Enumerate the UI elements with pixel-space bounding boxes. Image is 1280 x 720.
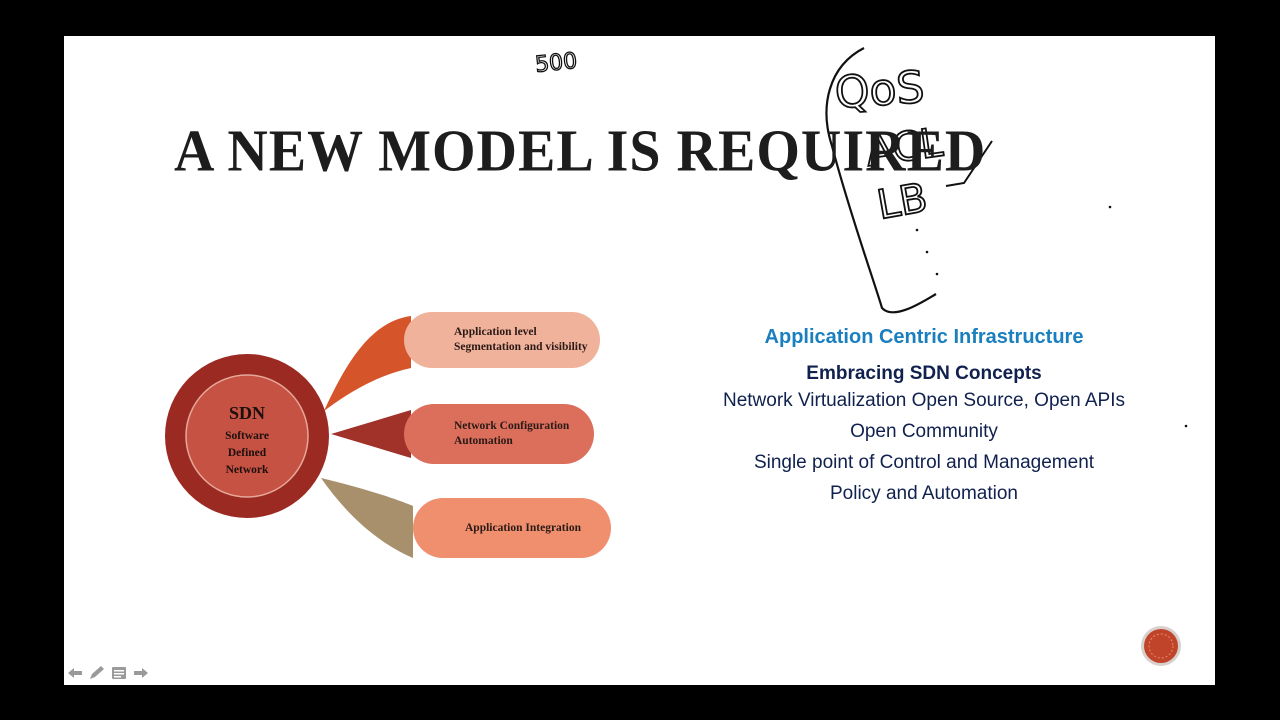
concept-line: Policy and Automation xyxy=(829,483,1018,504)
concept-line: Single point of Control and Management xyxy=(753,452,1095,473)
sdn-center-line-2: Defined xyxy=(228,447,267,459)
branch-label-automation: Network Configuration Automation xyxy=(454,420,570,447)
concept-line: Open Community xyxy=(850,421,998,442)
annotation-brace xyxy=(825,47,937,314)
slideshow-nav xyxy=(66,662,156,684)
handwriting-layer: 500 QoS ACL LB xyxy=(533,47,1188,428)
branch-pill-automation: Network Configuration Automation xyxy=(404,404,594,464)
branch-connector-3 xyxy=(321,478,413,558)
arrow-right-icon[interactable] xyxy=(132,664,150,682)
slide-title: A NEW MODEL IS REQUIRED xyxy=(174,119,987,185)
annotation-dot xyxy=(935,272,939,276)
arrow-left-icon[interactable] xyxy=(66,664,84,682)
concept-line: Network Virtualization Open Source, Open… xyxy=(722,390,1126,411)
annotation-number: 500 xyxy=(534,49,578,78)
branch-label-integration: Application Integration xyxy=(465,521,581,534)
sdn-diagram: SDN Software Defined Network Application… xyxy=(159,306,619,566)
branch-label-segmentation: Application level Segmentation and visib… xyxy=(454,326,588,353)
concepts-subheading: Embracing SDN Concepts xyxy=(806,363,1042,384)
menu-icon[interactable] xyxy=(110,664,128,682)
sdn-inner-circle xyxy=(185,374,309,498)
annotation-dot xyxy=(1184,424,1188,428)
branch-connector-2 xyxy=(331,410,411,458)
logo-badge xyxy=(1141,626,1181,666)
slide-canvas: 500 QoS ACL LB A NEW MODEL IS REQUIRED S… xyxy=(64,36,1215,685)
sdn-center-title: SDN xyxy=(229,403,265,423)
sdn-center-line-3: Network xyxy=(226,464,269,476)
branch-pill-segmentation: Application level Segmentation and visib… xyxy=(404,312,600,368)
sdn-center-line-1: Software xyxy=(225,430,269,442)
annotation-dot xyxy=(925,250,929,254)
annotation-checkmark xyxy=(945,140,993,187)
aci-text-panel: Application Centric Infrastructure Embra… xyxy=(654,326,1194,509)
diagram-graphics: SDN Software Defined Network xyxy=(165,316,413,558)
branch-connector-1 xyxy=(324,316,411,411)
annotation-item-lb: LB xyxy=(874,175,931,229)
annotation-item-qos: QoS xyxy=(833,62,926,119)
aci-heading: Application Centric Infrastructure xyxy=(764,326,1084,348)
annotation-dot xyxy=(915,228,919,232)
pen-icon[interactable] xyxy=(88,664,106,682)
annotation-dot xyxy=(1108,205,1112,209)
branch-pill-integration: Application Integration xyxy=(413,498,611,558)
